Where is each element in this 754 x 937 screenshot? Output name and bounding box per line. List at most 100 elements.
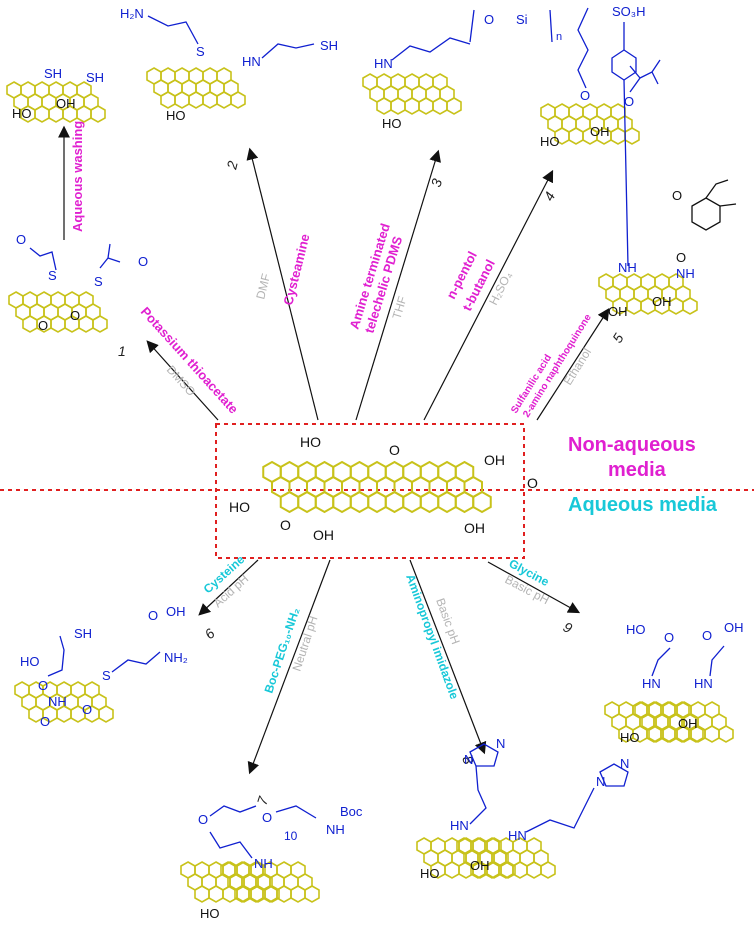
svg-text:HO: HO [626, 622, 646, 637]
svg-text:O: O [38, 678, 48, 693]
center-ho-top: HO [300, 434, 321, 450]
svg-text:O: O [702, 628, 712, 643]
num-2: 2 [223, 159, 241, 172]
svg-text:10: 10 [284, 829, 298, 843]
svg-text:OH: OH [724, 620, 744, 635]
washing-label: Aqueous washing [70, 121, 85, 232]
arrow-5 [536, 307, 610, 421]
svg-text:N: N [596, 774, 605, 789]
svg-text:HO: HO [620, 730, 640, 745]
svg-text:OH: OH [590, 124, 610, 139]
product-7: O O 10 NH Boc NH HO [181, 804, 363, 921]
center-box [215, 423, 525, 559]
svg-text:OH: OH [56, 96, 76, 111]
solvent-2: DMF [253, 272, 273, 301]
product-6: SH HO O NH S O OH NH₂ O O [15, 604, 188, 729]
arrow-6 [198, 559, 259, 616]
svg-text:O: O [580, 88, 590, 103]
svg-text:HO: HO [12, 106, 32, 121]
svg-text:O: O [676, 250, 686, 265]
arrow-1 [146, 340, 219, 421]
svg-text:O: O [70, 308, 80, 323]
num-1: 1 [118, 343, 126, 359]
product-1b: SH SH HO OH [7, 66, 105, 122]
svg-text:OH: OH [652, 294, 672, 309]
product-1: S S O O O O [9, 232, 148, 333]
num-5: 5 [609, 330, 627, 345]
svg-text:H₂N: H₂N [120, 6, 144, 21]
svg-text:HO: HO [382, 116, 402, 131]
reagent-1: Potassium thioacetate [138, 304, 241, 417]
svg-text:O: O [138, 254, 148, 269]
svg-text:O: O [664, 630, 674, 645]
center-groups: HO O OH O HO O OH OH [229, 434, 538, 543]
svg-text:HN: HN [508, 828, 527, 843]
svg-text:NH: NH [618, 260, 637, 275]
svg-text:O: O [38, 318, 48, 333]
arrow-2 [246, 147, 319, 421]
svg-text:Si: Si [516, 12, 528, 27]
arrow-9 [487, 561, 581, 614]
svg-text:S: S [196, 44, 205, 59]
svg-text:OH: OH [470, 858, 490, 873]
svg-text:HO: HO [420, 866, 440, 881]
product-3: HN O Si n HO [363, 9, 562, 131]
center-o-right: O [527, 475, 538, 491]
svg-text:SH: SH [320, 38, 338, 53]
svg-text:OH: OH [608, 304, 628, 319]
svg-text:N: N [464, 752, 473, 767]
graphene-oxide-center [263, 462, 491, 512]
svg-text:O: O [40, 714, 50, 729]
svg-text:N: N [620, 756, 629, 771]
svg-text:NH: NH [326, 822, 345, 837]
svg-text:HN: HN [374, 56, 393, 71]
svg-text:HO: HO [540, 134, 560, 149]
svg-text:NH₂: NH₂ [164, 650, 188, 665]
product-9: HO O O OH HN HN HO OH [605, 620, 744, 745]
svg-text:SH: SH [44, 66, 62, 81]
svg-text:N: N [496, 736, 505, 751]
legend-nonaqueous-2: media [608, 459, 667, 481]
num-4: 4 [540, 189, 558, 203]
svg-text:HN: HN [242, 54, 261, 69]
svg-text:NH: NH [254, 856, 273, 871]
num-7: 7 [254, 793, 272, 807]
num-6: 6 [201, 625, 218, 642]
svg-text:O: O [262, 810, 272, 825]
svg-text:O: O [672, 188, 682, 203]
svg-text:SH: SH [74, 626, 92, 641]
reaction-arrows [58, 125, 610, 775]
svg-text:S: S [48, 268, 57, 283]
center-oh-right: OH [464, 520, 485, 536]
num-9: 9 [561, 619, 576, 637]
svg-text:HN: HN [642, 676, 661, 691]
center-o-top: O [389, 442, 400, 458]
svg-text:SH: SH [86, 70, 104, 85]
arrow-7 [247, 559, 331, 775]
center-oh-top: OH [484, 452, 505, 468]
product-2: H₂N S HN SH HO [120, 6, 338, 123]
svg-text:O: O [148, 608, 158, 623]
center-oh-bottom: OH [313, 527, 334, 543]
svg-text:HN: HN [694, 676, 713, 691]
product-5: SO₃H O O NH NH OH OH [599, 4, 737, 319]
product-4: O O HO OH [540, 7, 661, 149]
svg-text:O: O [624, 94, 634, 109]
product-8: N N N N HN HN HO OH [417, 736, 629, 881]
svg-text:O: O [16, 232, 26, 247]
svg-text:HO: HO [166, 108, 186, 123]
center-o-left: O [280, 517, 291, 533]
svg-text:SO₃H: SO₃H [612, 4, 645, 19]
svg-text:HN: HN [450, 818, 469, 833]
svg-text:OH: OH [166, 604, 186, 619]
svg-text:HO: HO [200, 906, 220, 921]
arrow-3 [355, 149, 441, 421]
svg-text:O: O [82, 702, 92, 717]
svg-text:O: O [198, 812, 208, 827]
num-3: 3 [428, 177, 446, 189]
solvent-3: THF [389, 294, 409, 320]
legend-aqueous: Aqueous media [568, 494, 718, 516]
svg-text:NH: NH [48, 694, 67, 709]
svg-text:OH: OH [678, 716, 698, 731]
